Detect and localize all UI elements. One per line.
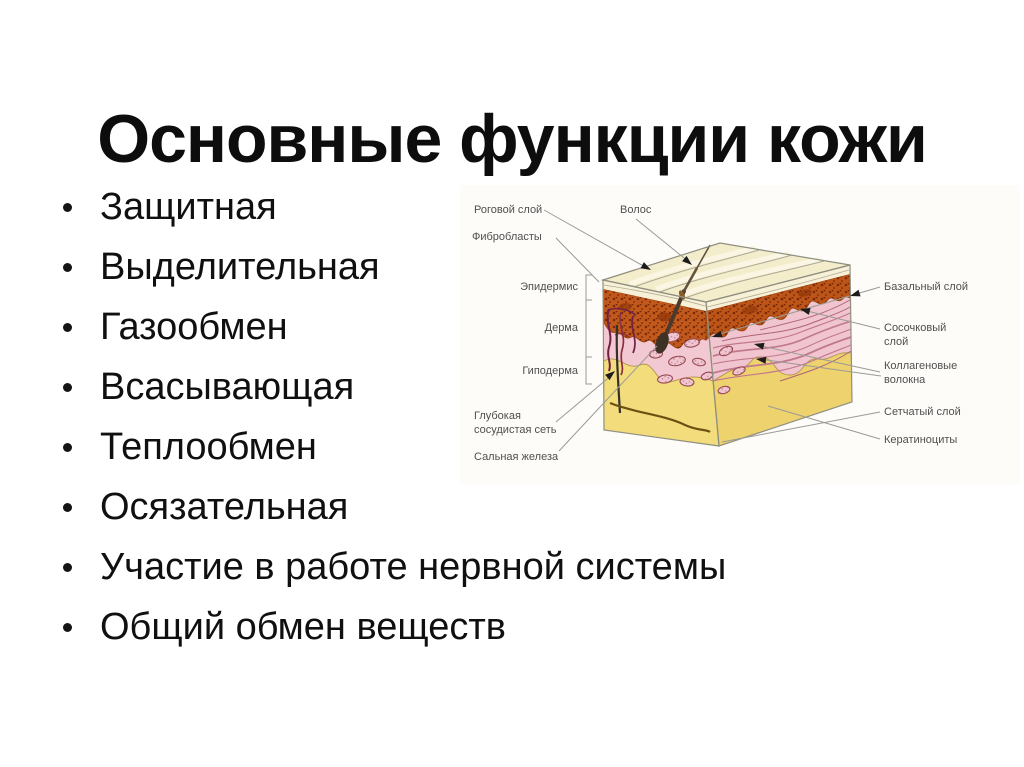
label-reticular-layer: Сетчатый слой bbox=[884, 406, 961, 418]
skin-diagram: Роговой слой Волос Фибробласты Эпидермис… bbox=[460, 185, 1020, 485]
bullet-item: Газообмен bbox=[63, 297, 993, 357]
label-keratinocytes: Кератиноциты bbox=[884, 434, 958, 446]
blood-vessels bbox=[606, 307, 637, 376]
leader-keratinocytes bbox=[767, 405, 881, 440]
bullet-item: Всасывающая bbox=[63, 357, 993, 417]
hair-follicle-bulb bbox=[655, 332, 669, 354]
leader-stratum-corneum bbox=[543, 209, 648, 269]
label-basal-layer: Базальный слой bbox=[884, 281, 969, 293]
bullet-item: Общий обмен веществ bbox=[63, 597, 993, 657]
layer-brackets bbox=[585, 274, 592, 385]
label-collagen-fibers: Коллагеновые волокна bbox=[884, 360, 958, 386]
leader-sebaceous bbox=[558, 345, 658, 452]
leader-hair bbox=[635, 218, 690, 263]
hair-shaft bbox=[682, 267, 699, 292]
label-epidermis: Эпидермис bbox=[520, 281, 578, 293]
label-deep-vascular-network: Глубокая сосудистая сеть bbox=[474, 410, 557, 436]
bullet-item: Осязательная bbox=[63, 477, 993, 537]
leader-collagen-2 bbox=[758, 358, 882, 377]
slide-title: Основные функции кожи bbox=[97, 100, 928, 177]
leader-reticular-layer bbox=[721, 411, 881, 443]
bullet-item: Выделительная bbox=[63, 237, 993, 297]
bullet-item: Теплообмен bbox=[63, 417, 993, 477]
label-hypodermis: Гиподерма bbox=[522, 365, 578, 377]
sebaceous-glands bbox=[648, 331, 746, 395]
label-stratum-corneum: Роговой слой bbox=[474, 204, 543, 216]
bullet-item: Защитная bbox=[63, 177, 993, 237]
bullet-item: Участие в работе нервной системы bbox=[63, 537, 993, 597]
basal-layer bbox=[602, 273, 851, 349]
skin-surface-ridges bbox=[629, 245, 825, 299]
label-fibroblasts: Фибробласты bbox=[472, 231, 542, 243]
leader-collagen-1 bbox=[756, 344, 881, 373]
deep-vascular-network-line bbox=[609, 401, 711, 433]
hair bbox=[655, 244, 711, 354]
leader-papillary-layer bbox=[802, 309, 881, 330]
deep-vessel-vertical bbox=[615, 324, 622, 414]
bullet-list: Защитная Выделительная Газообмен Всасыва… bbox=[63, 177, 993, 657]
hypodermis-right bbox=[713, 352, 852, 446]
label-hair: Волос bbox=[620, 204, 652, 216]
leader-deep-vascular bbox=[555, 373, 614, 423]
leader-fibroblasts bbox=[555, 237, 600, 283]
label-dermis: Дерма bbox=[544, 322, 578, 334]
label-sebaceous-gland: Сальная железа bbox=[474, 451, 559, 463]
label-papillary-layer: Сосочковый слой bbox=[884, 322, 947, 348]
skin-illustration bbox=[543, 209, 882, 452]
skin-block bbox=[600, 242, 853, 447]
